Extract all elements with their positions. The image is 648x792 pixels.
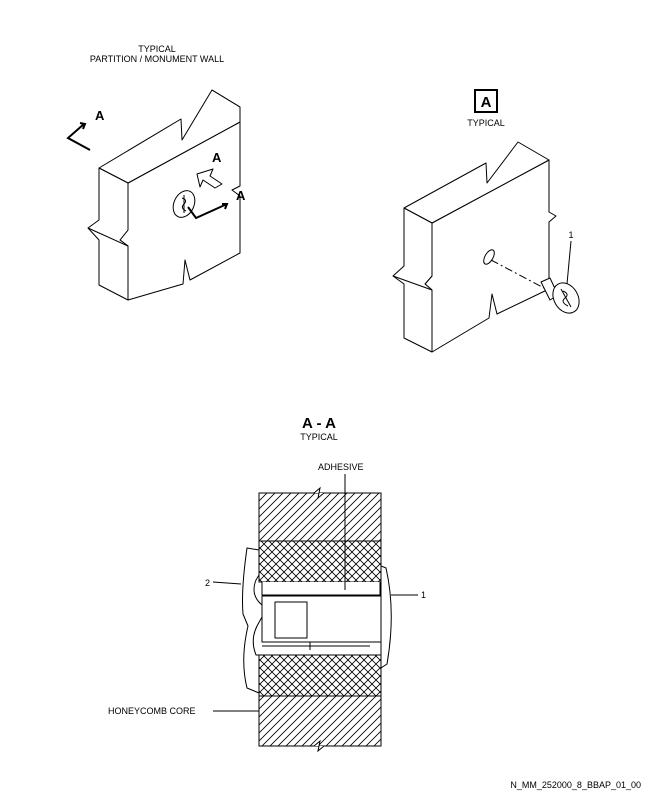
- leader-line-item-1: [566, 240, 572, 285]
- callout-item-2: 2: [205, 578, 210, 588]
- view-direction-arrow: [196, 168, 223, 189]
- section-arrow-label-2: A: [212, 150, 222, 165]
- view-left-title-line1: TYPICAL: [138, 44, 176, 54]
- section-arrow-label-1: A: [95, 108, 105, 123]
- lower-panel-section: [258, 654, 382, 753]
- item-callout-1: 1: [568, 230, 573, 240]
- detail-letter-box: [474, 89, 498, 113]
- partition-wall-block: [87, 89, 241, 301]
- fastener-hole: [483, 249, 545, 289]
- label-adhesive: ADHESIVE: [318, 462, 364, 472]
- detail-letter: A: [481, 94, 492, 111]
- partition-wall-view: TYPICAL PARTITION / MONUMENT WALL A: [66, 44, 246, 301]
- section-arrow-upper-left: [66, 122, 91, 151]
- label-honeycomb-core: HONEYCOMB CORE: [108, 706, 196, 716]
- detail-a-view: A TYPICAL 1: [392, 89, 580, 353]
- section-a-a-view: A - A TYPICAL: [108, 415, 426, 753]
- section-arrow-label-3: A: [236, 188, 246, 203]
- upper-panel-section: [258, 486, 382, 583]
- insert-grommet: [242, 547, 382, 694]
- section-subtitle: TYPICAL: [300, 432, 338, 442]
- drawing-id: N_MM_252000_8_BBAP_01_00: [510, 780, 641, 790]
- detail-caption: TYPICAL: [467, 118, 505, 128]
- callout-item-1: 1: [421, 590, 426, 600]
- fastener-head: [172, 190, 196, 218]
- leader-line-item-2: [212, 581, 242, 585]
- detail-wall-block: [392, 141, 557, 353]
- section-title: A - A: [302, 415, 336, 432]
- receptacle-cap: [380, 565, 392, 669]
- view-left-title-line2: PARTITION / MONUMENT WALL: [90, 54, 224, 64]
- fastener-shank: [261, 586, 386, 650]
- section-arrow-lower-right: [187, 203, 229, 220]
- countersunk-screw: [540, 277, 580, 314]
